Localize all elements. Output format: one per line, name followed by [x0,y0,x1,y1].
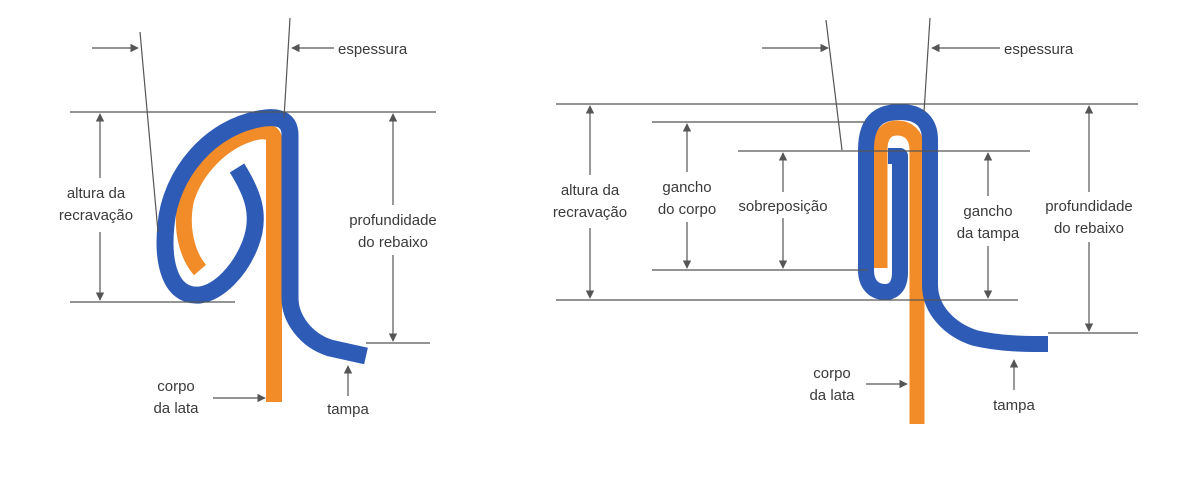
left-lid [156,109,368,365]
right-countersink-label-1: profundidade [1045,198,1133,215]
right-body-hook-label-1: gancho [662,179,711,196]
right-seam-height-label-1: altura da [561,182,620,199]
left-can-body [175,123,282,402]
right-can-body-label-2: da lata [809,387,855,404]
left-seam-height-label-2: recravação [59,207,133,224]
left-can-body-label-2: da lata [153,400,199,417]
right-seam-diagram: espessura altura da recravação gancho do… [553,17,1138,424]
right-body-hook-label-2: do corpo [658,201,716,218]
right-countersink-label-2: do rebaixo [1054,220,1124,237]
right-thickness-line-1 [825,19,843,151]
right-can-body [872,120,925,424]
right-lid [858,104,1049,352]
left-thickness-line-2 [283,17,291,119]
left-thickness-line-1 [139,31,159,233]
left-lid-label: tampa [327,401,369,418]
right-seam-height-label-2: recravação [553,204,627,221]
right-overlap-label: sobreposição [738,198,827,215]
left-thickness-label: espessura [338,41,408,58]
right-lid-hook-label-1: gancho [963,203,1012,220]
right-thickness-label: espessura [1004,41,1074,58]
left-seam-diagram: espessura altura da recravação profundid… [59,17,437,418]
left-countersink-label-1: profundidade [349,212,437,229]
right-thickness-line-2 [923,17,931,113]
left-can-body-label-1: corpo [157,378,195,395]
right-can-body-label-1: corpo [813,365,851,382]
left-seam-height-label-1: altura da [67,185,126,202]
right-lid-hook-label-2: da tampa [957,225,1020,242]
left-countersink-label-2: do rebaixo [358,234,428,251]
right-lid-label: tampa [993,397,1035,414]
